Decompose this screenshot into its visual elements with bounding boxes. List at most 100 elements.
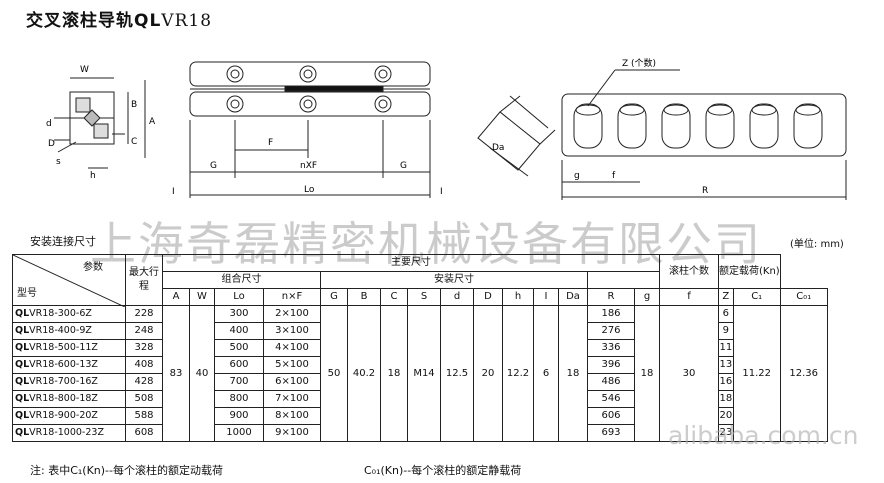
travel-cell: 408: [125, 356, 163, 374]
r-cell: 693: [587, 424, 635, 442]
r-cell: 606: [587, 407, 635, 425]
shared-i: 6: [533, 305, 559, 442]
install-header: 安装尺寸: [320, 271, 588, 289]
col-w: W: [189, 288, 215, 306]
col-h: h: [502, 288, 534, 306]
lo-cell: 500: [214, 339, 264, 357]
label-s: s: [56, 157, 61, 167]
shared-d: 12.5: [440, 305, 474, 442]
install-caption: 安装连接尺寸: [30, 235, 96, 248]
unit-caption: (单位: mm): [790, 239, 844, 250]
label-d-small: d: [46, 119, 52, 129]
site-watermark: alibaba.com.cn: [668, 421, 859, 450]
model-cell: QLVR18-800-18Z: [12, 390, 126, 408]
col-g2: g: [634, 288, 660, 306]
cross-section-view: [54, 77, 146, 169]
label-i-right: I: [440, 187, 443, 197]
col-d-large: D: [473, 288, 503, 306]
corner-param: 参数: [83, 262, 103, 273]
shared-w: 40: [189, 305, 215, 442]
z-cell: 23: [718, 424, 734, 442]
shared-s: M14: [407, 305, 441, 442]
label-g-right: G: [400, 161, 407, 171]
rail-side-view: [189, 61, 431, 198]
col-b: B: [347, 288, 381, 306]
nxf-cell: 5×100: [263, 356, 321, 374]
r-cell: 396: [587, 356, 635, 374]
col-c: C: [380, 288, 408, 306]
col-z: Z: [718, 288, 734, 306]
label-nxf: nXF: [300, 161, 317, 171]
z-cell: 6: [718, 305, 734, 323]
nxf-cell: 9×100: [263, 424, 321, 442]
table-row: QLVR18-500-11Z 328 500 4×100 336 11: [12, 339, 828, 357]
r-cell: 336: [587, 339, 635, 357]
blank-header: [587, 271, 660, 289]
lo-cell: 900: [214, 407, 264, 425]
shared-g: 50: [320, 305, 348, 442]
model-cell: QLVR18-1000-23Z: [12, 424, 126, 442]
nxf-cell: 8×100: [263, 407, 321, 425]
travel-cell: 588: [125, 407, 163, 425]
lo-cell: 400: [214, 322, 264, 340]
shared-b: 40.2: [347, 305, 381, 442]
shared-c1: 11.22: [732, 305, 781, 442]
label-z: Z (个数): [622, 57, 656, 69]
note-dynamic-load: 注: 表中C₁(Kn)--每个滚柱的额定动载荷: [30, 464, 223, 477]
label-g-cage: g: [574, 171, 580, 181]
roller-detail: [477, 95, 556, 177]
travel-cell: 248: [125, 322, 163, 340]
model-cell: QLVR18-300-6Z: [12, 305, 126, 323]
col-s: S: [407, 288, 441, 306]
travel-cell: 608: [125, 424, 163, 442]
col-lo: Lo: [214, 288, 264, 306]
label-f: F: [268, 138, 273, 148]
col-i: I: [533, 288, 559, 306]
shared-d-large: 20: [473, 305, 503, 442]
shared-h: 12.2: [502, 305, 534, 442]
roller-count-header: 滚柱个数: [659, 254, 719, 289]
travel-cell: 328: [125, 339, 163, 357]
model-cell: QLVR18-700-16Z: [12, 373, 126, 391]
travel-cell: 428: [125, 373, 163, 391]
model-cell: QLVR18-600-13Z: [12, 356, 126, 374]
shared-da: 18: [558, 305, 588, 442]
label-g-left: G: [210, 161, 217, 171]
nxf-cell: 2×100: [263, 305, 321, 323]
lo-cell: 1000: [214, 424, 264, 442]
shared-g2: 18: [634, 305, 660, 442]
label-h: h: [90, 171, 96, 181]
label-r: R: [702, 186, 708, 196]
title-model: VR18: [161, 11, 213, 31]
nxf-cell: 7×100: [263, 390, 321, 408]
shared-c01: 12.36: [779, 305, 828, 442]
max-travel-header: 最大行程: [125, 254, 163, 306]
travel-cell: 508: [125, 390, 163, 408]
page-title: 交叉滚柱导轨QLVR18: [26, 6, 212, 31]
nxf-cell: 6×100: [263, 373, 321, 391]
lo-cell: 800: [214, 390, 264, 408]
col-d: d: [440, 288, 474, 306]
label-c: C: [131, 137, 137, 147]
spec-table: 参数 型号 最大行程 主要尺寸 滚柱个数 额定载荷(Kn) 组合尺寸 安装尺寸 …: [12, 254, 828, 442]
corner-diagonal: [13, 255, 125, 307]
model-cell: QLVR18-900-20Z: [12, 407, 126, 425]
title-main: 交叉滚柱导轨: [26, 11, 134, 31]
r-cell: 276: [587, 322, 635, 340]
label-da: Da: [492, 143, 504, 153]
col-da: Da: [558, 288, 588, 306]
assembly-header: 组合尺寸: [162, 271, 321, 289]
lo-cell: 700: [214, 373, 264, 391]
rated-load-header: 额定载荷(Kn): [718, 254, 781, 289]
label-f-cage: f: [612, 171, 616, 181]
lo-cell: 600: [214, 356, 264, 374]
main-dims-header: 主要尺寸: [162, 254, 660, 272]
col-a: A: [162, 288, 190, 306]
model-cell: QLVR18-400-9Z: [12, 322, 126, 340]
model-cell: QLVR18-500-11Z: [12, 339, 126, 357]
z-cell: 9: [718, 322, 734, 340]
label-i-left: I: [172, 187, 175, 197]
table-row: QLVR18-300-6Z 228 83 40 300 2×100 50 40.…: [12, 305, 828, 442]
z-cell: 11: [718, 339, 734, 357]
corner-header: 参数 型号: [12, 254, 126, 307]
